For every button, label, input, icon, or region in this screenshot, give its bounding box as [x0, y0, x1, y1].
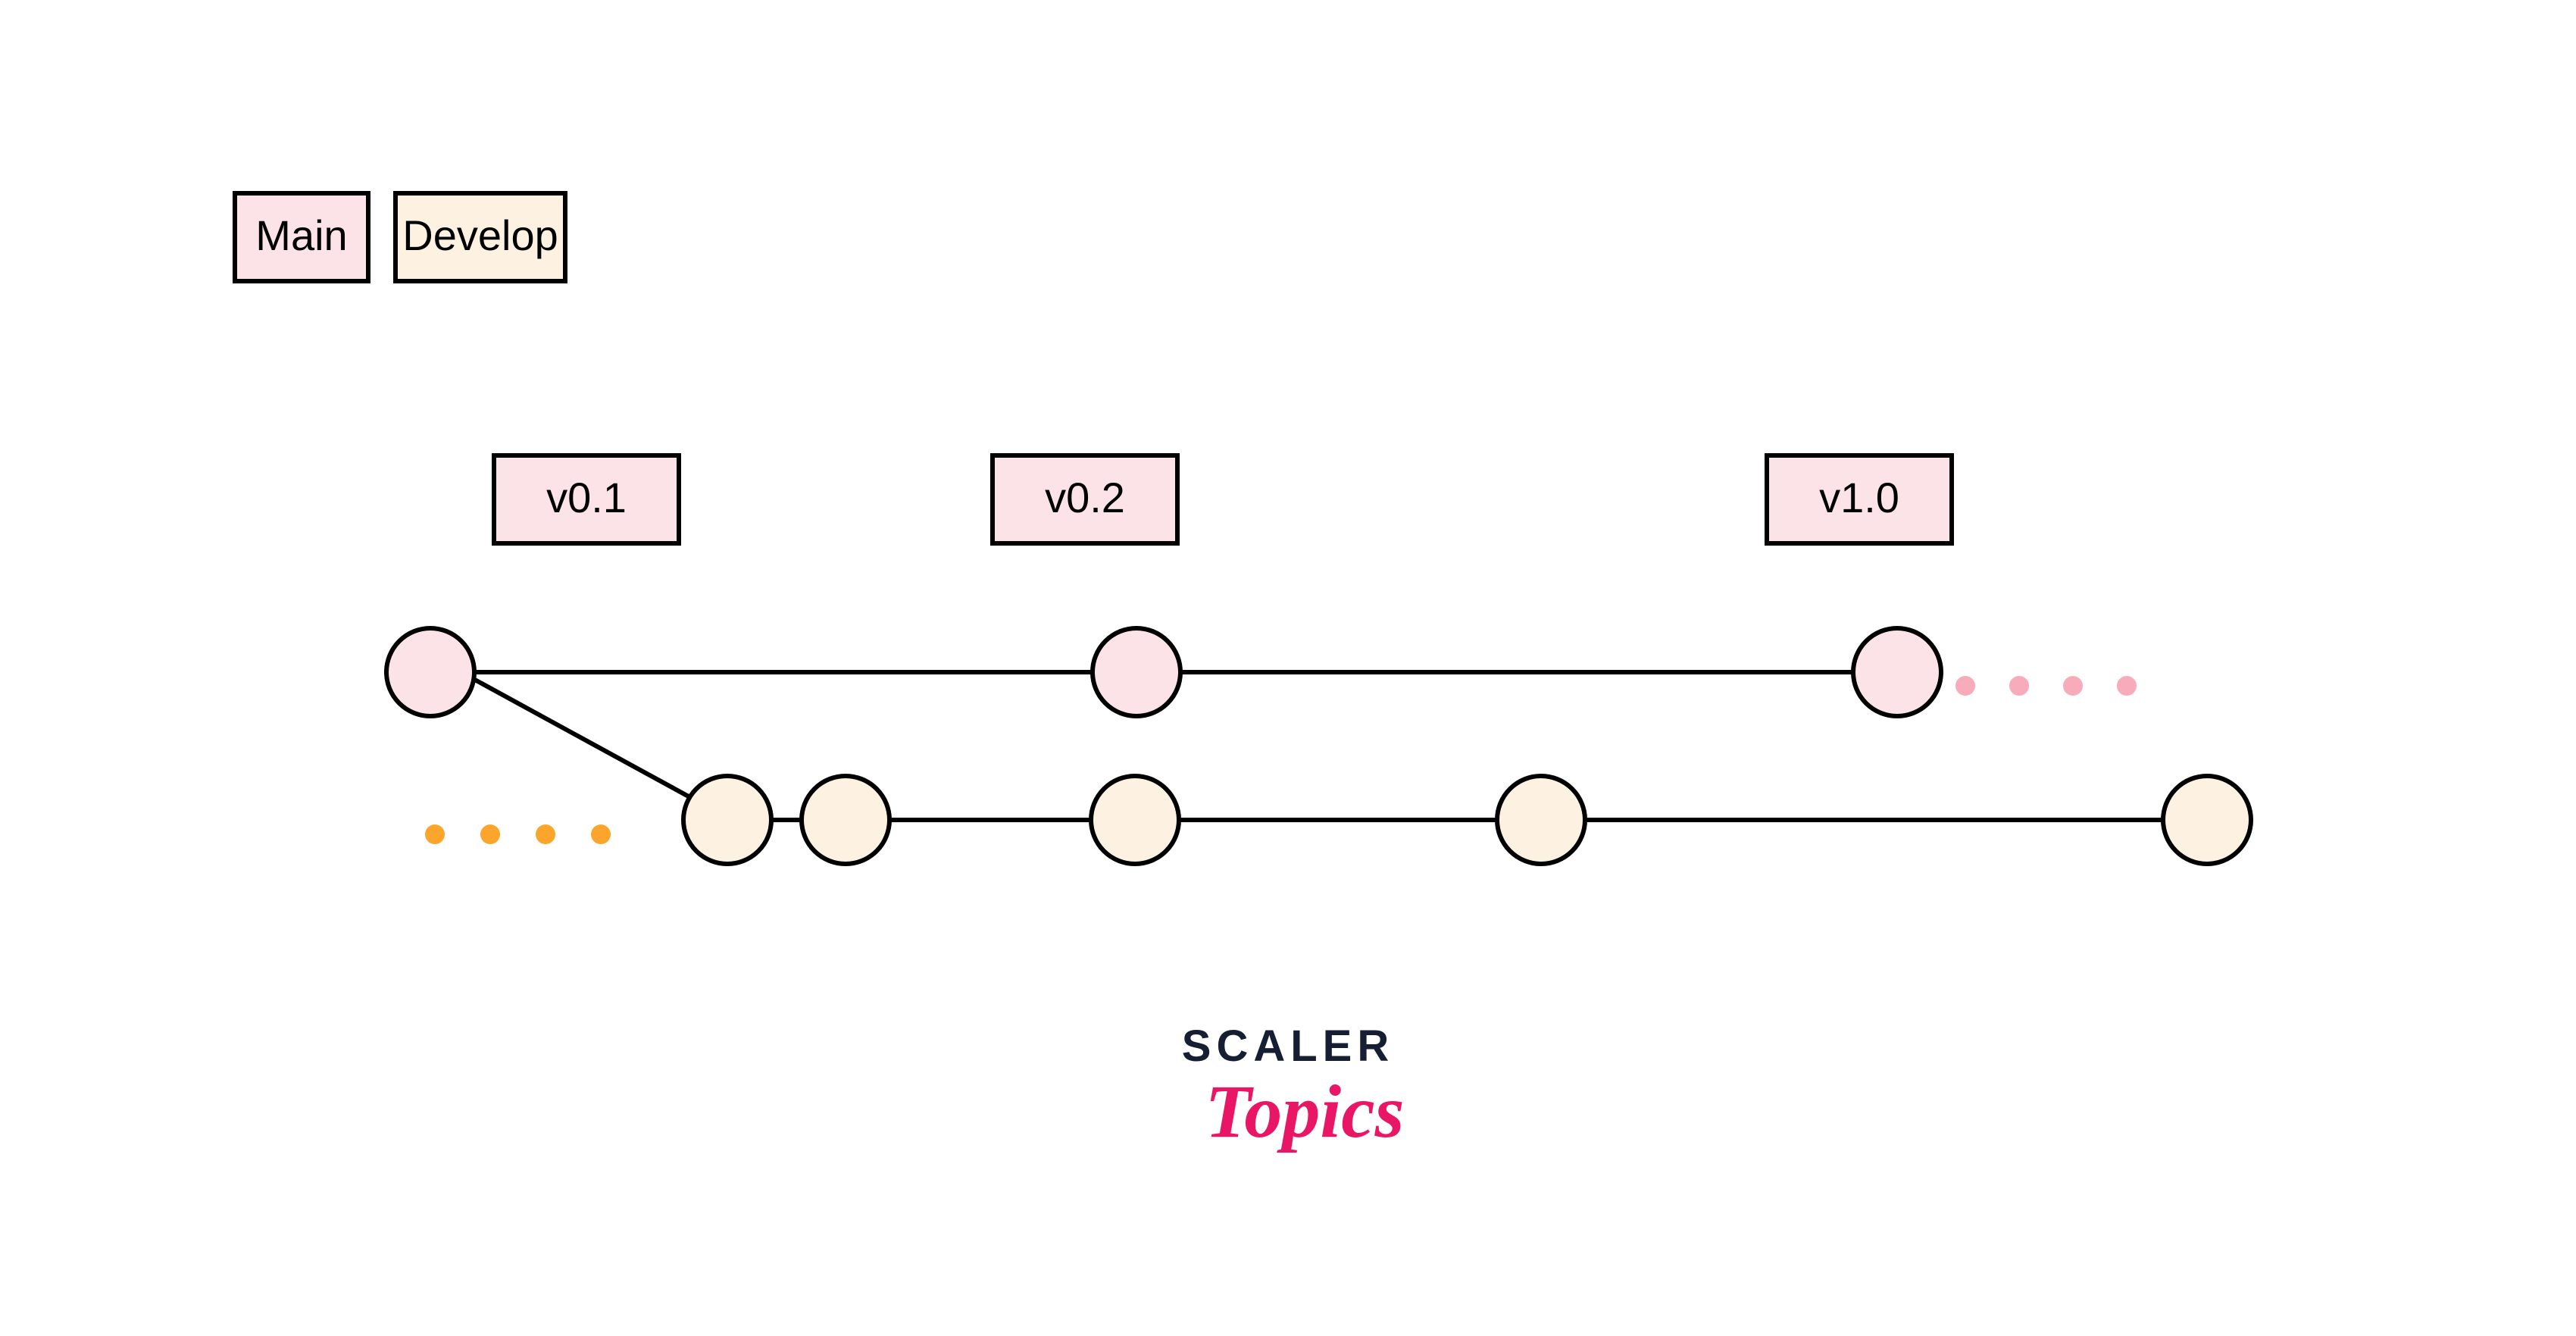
legend-label-main: Main	[255, 211, 347, 259]
tag-v01[interactable]: v0.1	[492, 453, 681, 546]
commit-node-d2[interactable]	[799, 774, 892, 866]
legend-item-develop[interactable]: Develop	[393, 191, 567, 283]
legend-label-develop: Develop	[402, 211, 558, 259]
commit-node-d4[interactable]	[1495, 774, 1587, 866]
commit-node-m2[interactable]	[1090, 626, 1183, 718]
tag-v02[interactable]: v0.2	[990, 453, 1180, 546]
ellipsis-dot-main-2	[2009, 676, 2029, 696]
commit-node-d1[interactable]	[681, 774, 774, 866]
ellipsis-dot-develop-3	[536, 824, 555, 844]
ellipsis-dot-main-1	[1955, 676, 1975, 696]
tag-label-v10: v1.0	[1819, 474, 1899, 521]
logo-script-topics: Topics	[1205, 1069, 1405, 1153]
edge-branch-off-main-to-develop	[464, 672, 697, 803]
commit-nodes	[384, 626, 2253, 866]
version-tags: v0.1 v0.2 v1.0	[492, 453, 1954, 546]
tag-v10[interactable]: v1.0	[1765, 453, 1954, 546]
ellipsis-dots	[425, 676, 2137, 844]
commit-node-m3[interactable]	[1851, 626, 1943, 718]
legend-item-main[interactable]: Main	[233, 191, 370, 283]
tag-box-v10[interactable]	[1765, 453, 1954, 546]
ellipsis-dot-develop-1	[425, 824, 445, 844]
commit-node-d3[interactable]	[1089, 774, 1181, 866]
branch-edges	[464, 670, 2163, 822]
commit-node-m1[interactable]	[384, 626, 477, 718]
legend-box-develop[interactable]	[393, 191, 567, 283]
legend-box-main[interactable]	[233, 191, 370, 283]
commit-node-d5[interactable]	[2161, 774, 2253, 866]
tag-label-v01: v0.1	[546, 474, 627, 521]
tag-box-v01[interactable]	[492, 453, 681, 546]
tag-label-v02: v0.2	[1045, 474, 1125, 521]
ellipsis-dot-main-4	[2117, 676, 2137, 696]
scaler-topics-logo: SCALER Topics	[1182, 1022, 1405, 1153]
ellipsis-dot-develop-4	[591, 824, 611, 844]
ellipsis-dot-develop-2	[480, 824, 500, 844]
tag-box-v02[interactable]	[990, 453, 1180, 546]
logo-wordmark-scaler: SCALER	[1182, 1022, 1394, 1071]
legend: Main Develop	[233, 191, 567, 283]
ellipsis-dot-main-3	[2063, 676, 2083, 696]
